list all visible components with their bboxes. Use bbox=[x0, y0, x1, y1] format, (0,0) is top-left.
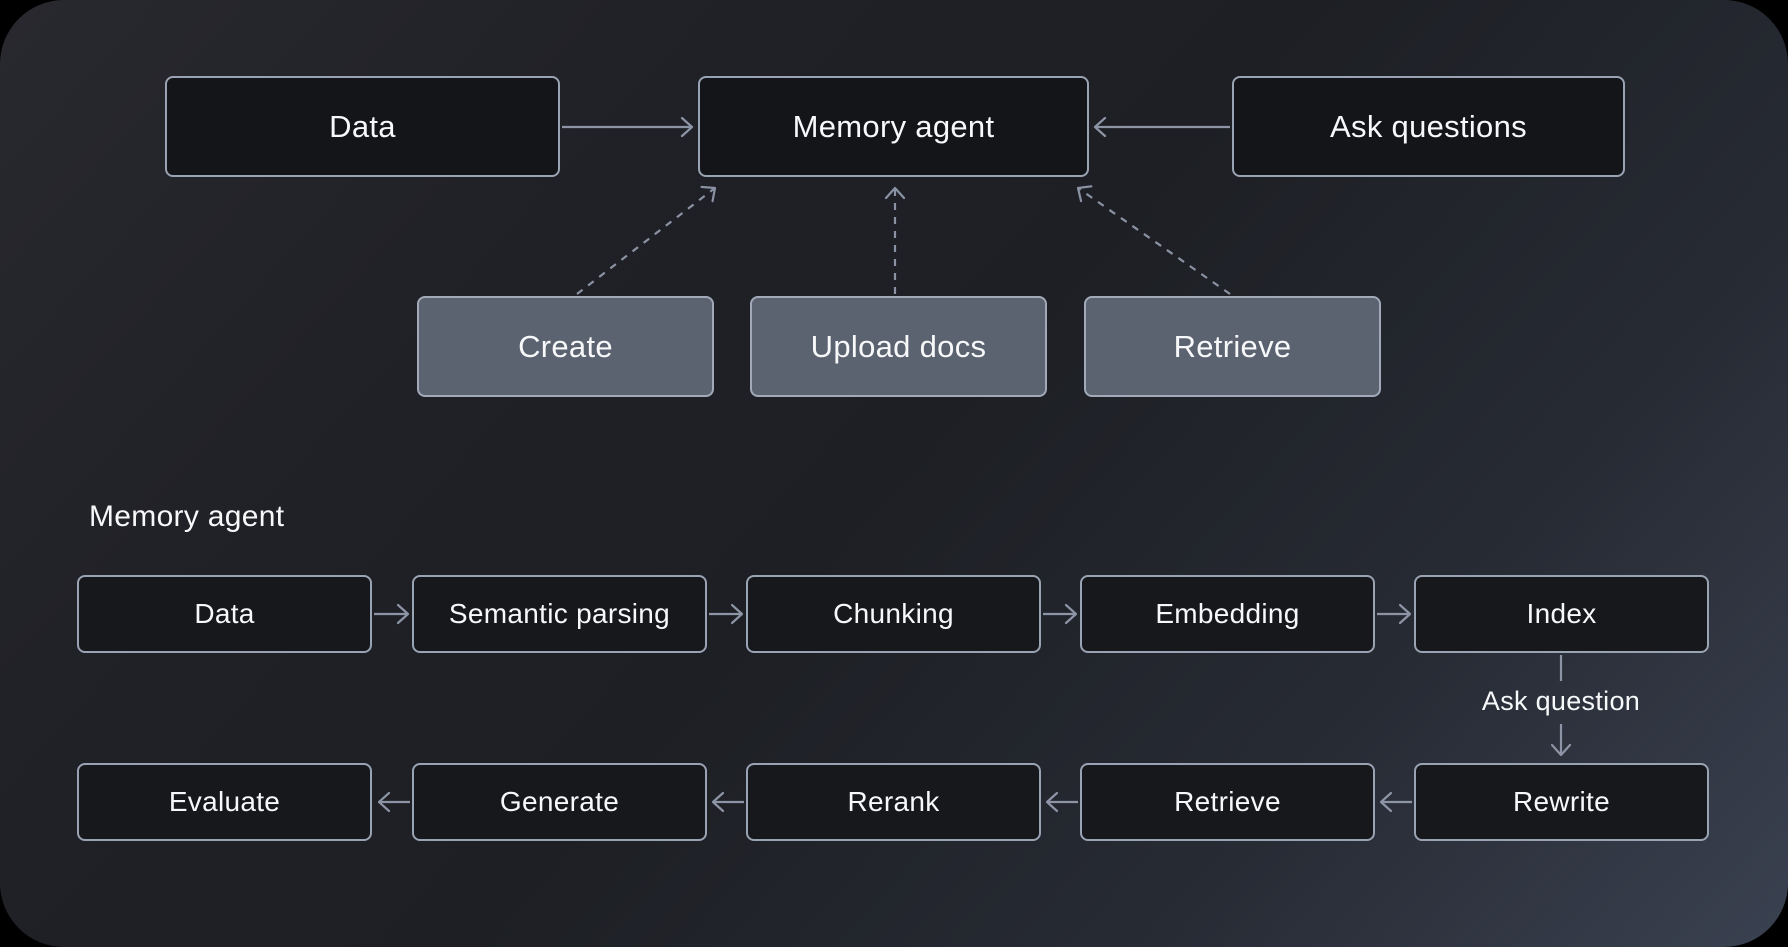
node-retrieve-query: Retrieve bbox=[1080, 763, 1375, 841]
node-embedding: Embedding bbox=[1080, 575, 1375, 653]
node-semantic-parsing: Semantic parsing bbox=[412, 575, 707, 653]
node-pipeline-data: Data bbox=[77, 575, 372, 653]
node-rerank: Rerank bbox=[746, 763, 1041, 841]
node-rewrite: Rewrite bbox=[1414, 763, 1709, 841]
node-data-source: Data bbox=[165, 76, 560, 177]
node-chunking: Chunking bbox=[746, 575, 1041, 653]
node-create: Create bbox=[417, 296, 714, 397]
node-evaluate: Evaluate bbox=[77, 763, 372, 841]
node-generate: Generate bbox=[412, 763, 707, 841]
section-label-memory-agent: Memory agent bbox=[89, 500, 285, 533]
node-upload-docs: Upload docs bbox=[750, 296, 1047, 397]
dashed-arrow-retrieve-to-memory-agent bbox=[1076, 185, 1231, 295]
dashed-arrow-create-to-memory-agent bbox=[576, 185, 717, 295]
node-ask-questions: Ask questions bbox=[1232, 76, 1625, 177]
label-ask-question: Ask question bbox=[1481, 686, 1641, 716]
node-retrieve-action: Retrieve bbox=[1084, 296, 1381, 397]
node-index: Index bbox=[1414, 575, 1709, 653]
node-memory-agent: Memory agent bbox=[698, 76, 1089, 177]
